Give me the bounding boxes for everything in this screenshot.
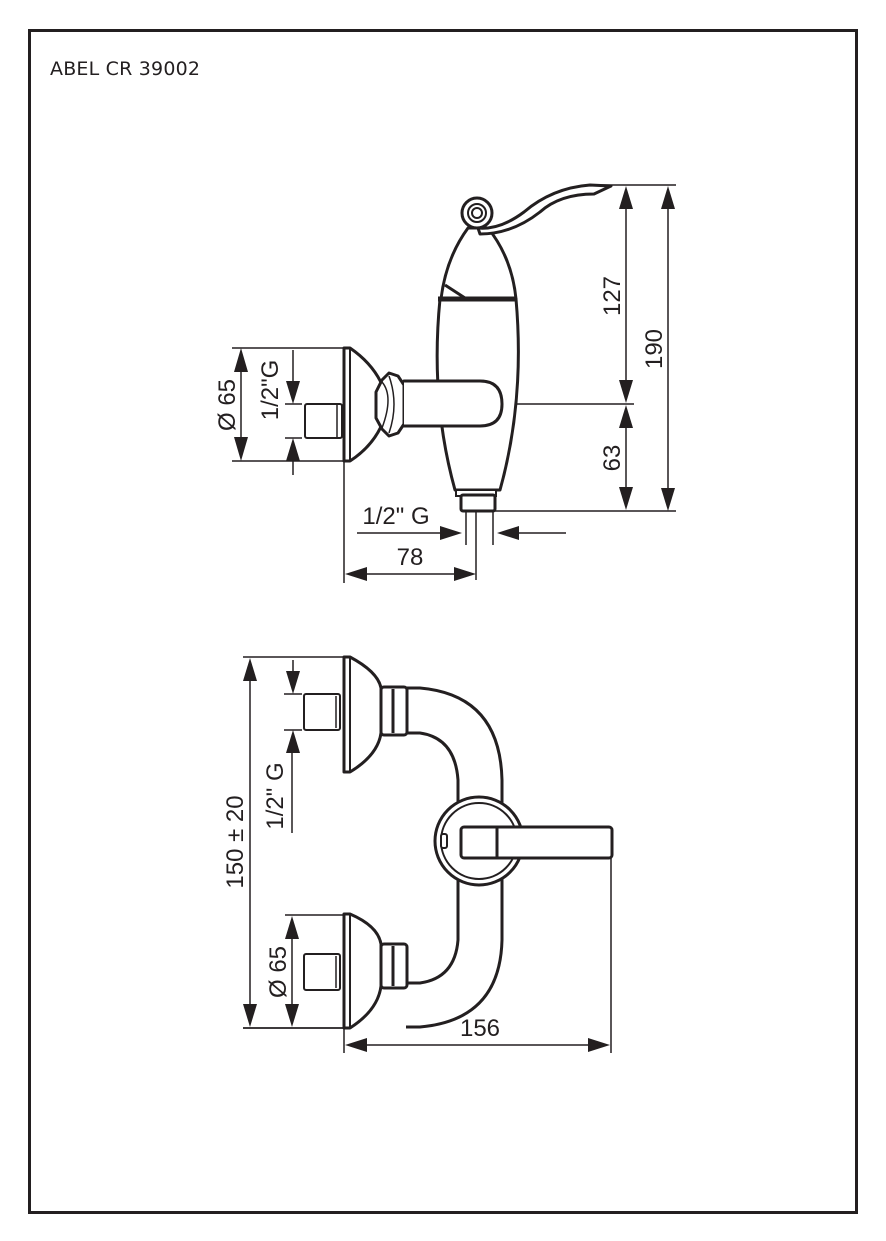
dim-label-156: 156	[460, 1015, 500, 1042]
drawing-frame	[28, 29, 858, 1214]
top-view: 150 ± 20 1/2" G Ø 65 156	[222, 655, 614, 1053]
side-hex-connector	[374, 371, 406, 438]
top-lower-flange	[303, 912, 409, 1030]
dim-label-side-inlet: 1/2"G	[257, 360, 284, 421]
dim-top-inlet-thread: 1/2" G	[262, 660, 302, 833]
side-mixer-body	[404, 297, 520, 580]
side-view: Ø 65 1/2"G 127 190	[214, 183, 676, 583]
dim-side-inlet-thread: 1/2"G	[257, 350, 302, 475]
document-title: ABEL CR 39002	[50, 58, 201, 80]
dim-handle-height: 127	[594, 184, 676, 403]
dim-outlet-height: 63	[495, 403, 676, 512]
dim-top-flange-diameter: Ø 65	[243, 914, 344, 1029]
dim-depth: 156	[343, 1015, 610, 1053]
top-upper-flange	[303, 655, 409, 774]
side-handle-cap	[438, 226, 518, 302]
dim-label-side-outlet: 1/2" G	[362, 503, 429, 530]
dim-projection: 78	[343, 461, 476, 583]
dim-label-190: 190	[641, 329, 668, 369]
dim-label-centers: 150 ± 20	[222, 795, 249, 888]
dim-label-top-inlet: 1/2" G	[262, 762, 289, 829]
top-lever-handle	[459, 825, 614, 1053]
dim-label-side-diameter: Ø 65	[214, 379, 241, 431]
dim-centers: 150 ± 20	[222, 656, 344, 1029]
dim-label-127: 127	[599, 276, 626, 316]
side-lever-handle	[460, 183, 613, 236]
arrow-down	[234, 437, 248, 461]
dim-label-top-diameter: Ø 65	[265, 946, 292, 998]
dim-side-outlet-thread: 1/2" G	[357, 503, 566, 540]
dim-label-63: 63	[599, 445, 626, 472]
arrow-up	[234, 348, 248, 372]
dim-total-height: 190	[641, 186, 675, 511]
dim-label-78: 78	[397, 544, 424, 571]
